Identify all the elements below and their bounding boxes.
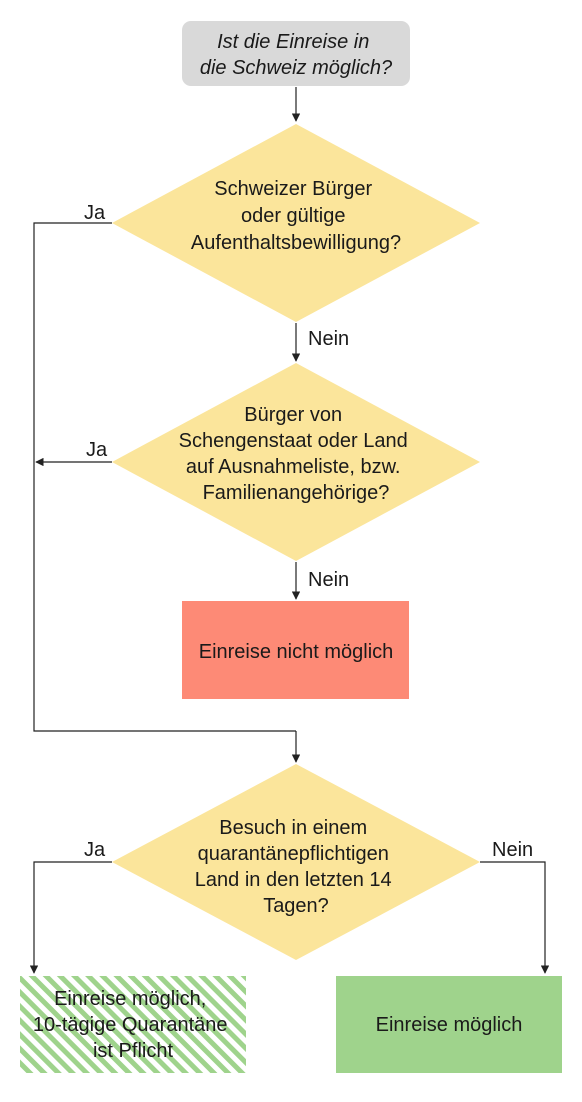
reject-node: Einreise nicht möglich (182, 601, 409, 699)
allowed-line-1: Einreise möglich (376, 1014, 523, 1036)
quarantine-line-3: ist Pflicht (93, 1040, 173, 1062)
start-line-2: die Schweiz möglich? (200, 57, 393, 79)
quarantine-node: Einreise möglich, 10-tägige Quarantäne i… (20, 976, 246, 1073)
quarantine-text: Einreise möglich, 10-tägige Quarantäne i… (33, 988, 233, 1062)
start-node: Ist die Einreise in die Schweiz möglich? (182, 21, 410, 86)
decision2-line-2: Schengenstaat oder Land (179, 430, 408, 452)
decision2-node: Bürger von Schengenstaat oder Land auf A… (112, 363, 480, 561)
decision1-yes-label: Ja (84, 202, 106, 224)
decision2-diamond (112, 363, 480, 561)
decision2-text: Bürger von Schengenstaat oder Land auf A… (179, 404, 414, 504)
decision3-diamond (112, 764, 480, 960)
decision1-line-1: Schweizer Bürger (214, 178, 372, 200)
edge-decision3-no (480, 861, 550, 974)
decision1-line-2: oder gültige (241, 205, 346, 227)
decision2-line-4: Familienangehörige? (203, 482, 390, 504)
decision1-diamond (112, 124, 480, 322)
decision2-yes-label: Ja (86, 439, 108, 461)
decision3-line-1: Besuch in einem (219, 817, 367, 839)
decision3-line-4: Tagen? (263, 895, 329, 917)
decision1-line-3: Aufenthaltsbewilligung? (191, 232, 401, 254)
start-line-1: Ist die Einreise in (217, 31, 369, 53)
quarantine-line-1: Einreise möglich, (54, 988, 206, 1010)
quarantine-line-2: 10-tägige Quarantäne (33, 1014, 228, 1036)
decision3-node: Besuch in einem quarantänepflichtigen La… (112, 764, 480, 960)
decision3-no-label: Nein (492, 839, 533, 861)
decision3-line-3: Land in den letzten 14 (195, 869, 392, 891)
decision2-no-label: Nein (308, 569, 349, 591)
decision3-line-2: quarantänepflichtigen (198, 843, 389, 865)
decision1-text: Schweizer Bürger oder gültige Aufenthalt… (191, 178, 401, 254)
reject-text: Einreise nicht möglich (199, 641, 394, 663)
edge-decision1-yes (33, 222, 296, 732)
decision3-text: Besuch in einem quarantänepflichtigen La… (195, 817, 397, 917)
reject-line-1: Einreise nicht möglich (199, 641, 394, 663)
decision2-line-3: auf Ausnahmeliste, bzw. (186, 456, 401, 478)
decision3-yes-label: Ja (84, 839, 106, 861)
allowed-node: Einreise möglich (336, 976, 562, 1073)
decision2-line-1: Bürger von (244, 404, 342, 426)
start-node-text: Ist die Einreise in die Schweiz möglich? (200, 31, 393, 79)
allowed-text: Einreise möglich (376, 1014, 523, 1036)
decision1-node: Schweizer Bürger oder gültige Aufenthalt… (112, 124, 480, 322)
edge-decision3-yes (29, 861, 112, 974)
decision1-no-label: Nein (308, 328, 349, 350)
quarantine-box (20, 976, 246, 1073)
